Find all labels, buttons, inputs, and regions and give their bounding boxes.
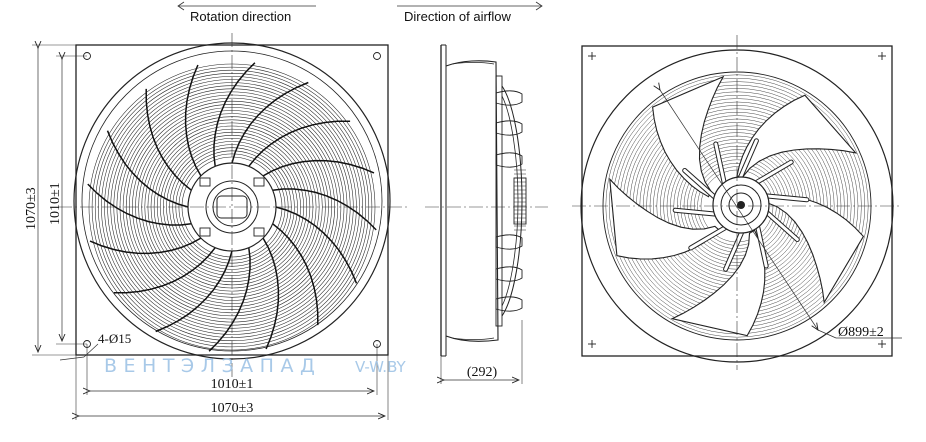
dim-diameter: Ø899±2 (838, 325, 884, 340)
rear-motor-hub (712, 176, 770, 234)
grille-strut (145, 88, 192, 191)
dim-width-outer: 1070±3 (211, 401, 254, 416)
mount-cross-marks (588, 52, 886, 348)
grille-strut (89, 237, 202, 255)
airflow-direction-label: Direction of airflow (404, 9, 512, 24)
mount-hole (373, 52, 381, 60)
impeller-blade (764, 195, 865, 305)
grille-strut (213, 62, 256, 167)
dim-height-inner: 1010±1 (48, 182, 63, 225)
grille-strut (184, 64, 202, 177)
side-view (425, 44, 548, 357)
airflow-direction-header: Direction of airflow (397, 1, 543, 24)
front-grille-view (58, 33, 408, 378)
dim-depth: (292) (467, 365, 498, 380)
motor-body (513, 177, 527, 225)
front-dimensions: 1070±3 1010±1 1010±1 1070±3 4-Ø15 (24, 45, 389, 420)
rear-impeller-view (572, 35, 902, 370)
grille-strut (87, 183, 192, 226)
support-rib (495, 266, 523, 282)
rear-dimensions: Ø899±2 (660, 90, 902, 340)
side-dimensions: (292) (441, 320, 523, 384)
support-rib (495, 296, 523, 312)
dim-holes: 4-Ø15 (98, 331, 131, 346)
grille-strut (262, 237, 280, 350)
grille-strut (155, 250, 233, 333)
support-rib (495, 152, 523, 168)
grille-strut (272, 223, 319, 326)
grille-strut (231, 81, 309, 164)
grille-rim (495, 75, 503, 327)
grille-ring (144, 119, 320, 295)
grille-strut (262, 159, 375, 177)
grille-strut (275, 206, 358, 284)
dim-height-outer: 1070±3 (24, 187, 39, 230)
guard-dome (501, 85, 523, 317)
watermark-site: V-W.BY (355, 358, 407, 376)
support-rib (495, 120, 523, 136)
support-rib (495, 234, 523, 250)
support-rib (495, 90, 523, 106)
watermark-brand: ВЕНТЭЛЗАПАД (104, 355, 321, 377)
grille-strut (106, 130, 189, 208)
grille-struts (87, 62, 377, 352)
dim-width-inner: 1010±1 (211, 377, 254, 392)
grille-strut (272, 188, 377, 231)
rotation-direction-header: Rotation direction (177, 1, 316, 24)
rotation-direction-label: Rotation direction (190, 9, 291, 24)
impeller-blade (736, 94, 858, 178)
venturi-profile (445, 60, 499, 342)
grille-strut (208, 247, 251, 352)
watermark: ВЕНТЭЛЗАПАД V-W.BY (104, 355, 407, 377)
grille-strut (248, 120, 351, 167)
grille-ring (166, 141, 298, 273)
grille-strut (113, 247, 216, 294)
